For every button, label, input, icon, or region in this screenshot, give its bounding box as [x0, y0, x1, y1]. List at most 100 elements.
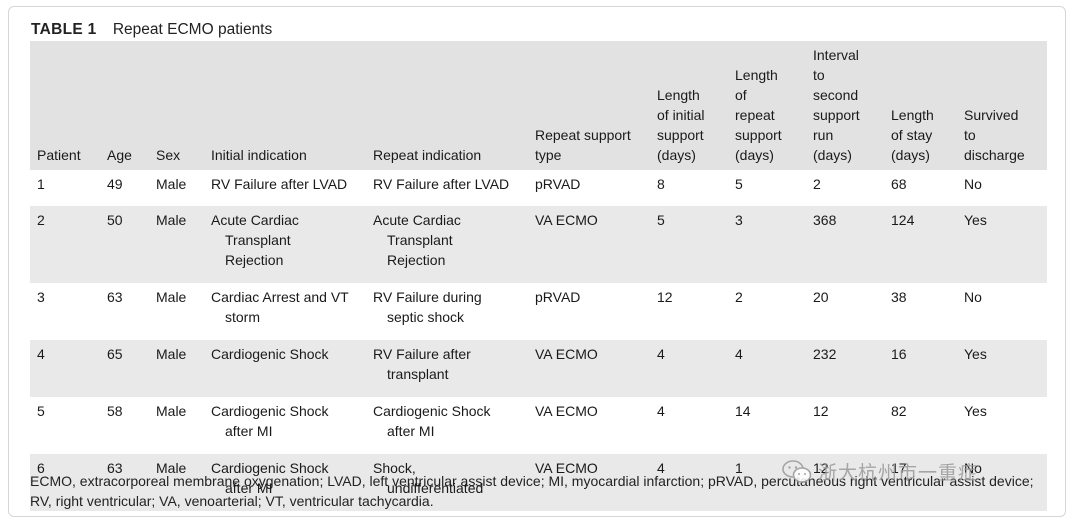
interval-cell: 20: [813, 289, 829, 305]
patient-cell: 2: [30, 206, 100, 283]
repeat-indication-cell-line: RV Failure during: [373, 289, 482, 305]
initial-indication-cell-line: Cardiogenic Shock: [211, 460, 329, 476]
column-header-line: (days): [813, 147, 852, 163]
survived-cell: Yes: [957, 206, 1047, 283]
support-type-cell: VA ECMO: [528, 340, 650, 397]
column-header: Sex: [149, 41, 204, 170]
interval-cell: 2: [813, 176, 821, 192]
column-header-line: repeat: [735, 107, 775, 123]
age-cell: 49: [107, 176, 123, 192]
column-header-line: support: [813, 107, 860, 123]
column-header-line: of: [735, 87, 747, 103]
initial-indication-cell-line: Cardiogenic Shock: [211, 346, 329, 362]
column-header-line: (days): [735, 147, 774, 163]
support-type-cell: VA ECMO: [528, 206, 650, 283]
repeat-indication-cell-line: septic shock: [387, 309, 465, 325]
repeat-length-cell: 4: [728, 340, 806, 397]
survived-cell: Yes: [964, 403, 987, 419]
repeat-indication-cell-line: Rejection: [387, 252, 446, 268]
initial-length-cell: 4: [650, 340, 728, 397]
initial-indication-cell-line: Cardiogenic Shock: [211, 403, 329, 419]
initial-indication-cell-line: after MI: [225, 423, 273, 439]
column-header-line: Survived: [964, 107, 1019, 123]
repeat-indication-cell-line: after MI: [387, 423, 435, 439]
stay-cell: 17: [884, 454, 957, 511]
column-header-line: to: [964, 127, 976, 143]
column-header-line: Repeat indication: [373, 147, 482, 163]
column-header-line: Length: [735, 67, 778, 83]
patient-cell: 1: [37, 176, 45, 192]
repeat-indication-cell-line: Acute Cardiac: [373, 212, 461, 228]
support-type-cell: pRVAD: [535, 289, 581, 305]
repeat-indication-cell: Cardiogenic Shock after MI: [366, 397, 528, 454]
repeat-indication-cell-line: RV Failure after: [373, 346, 471, 362]
column-header-line: discharge: [964, 147, 1025, 163]
sex-cell: Male: [149, 340, 204, 397]
column-header: Age: [100, 41, 149, 170]
initial-indication-cell-line: Rejection: [225, 252, 284, 268]
column-header: Initial indication: [204, 41, 366, 170]
column-header-line: Length: [891, 107, 934, 123]
age-cell: 63: [100, 454, 149, 511]
column-header-line: Initial indication: [211, 147, 307, 163]
initial-indication-cell: Cardiogenic Shock: [204, 340, 366, 397]
repeat-length-cell: 5: [735, 176, 743, 192]
column-header: Survived to discharge: [957, 41, 1047, 170]
repeat-indication-cell: RV Failure after LVAD: [366, 170, 528, 206]
watermark: 浙大杭州市一重症: [782, 458, 978, 485]
repeat-indication-cell-line: Cardiogenic Shock: [373, 403, 491, 419]
repeat-indication-cell-line: Transplant: [387, 232, 453, 248]
table-caption: TABLE 1 Repeat ECMO patients: [31, 21, 272, 39]
repeat-length-cell: 2: [735, 289, 743, 305]
sex-cell: Male: [156, 289, 187, 305]
initial-indication-cell: RV Failure after LVAD: [204, 170, 366, 206]
initial-length-cell: 8: [657, 176, 665, 192]
interval-cell: 232: [806, 340, 884, 397]
support-type-cell: VA ECMO: [535, 403, 598, 419]
age-cell: 50: [100, 206, 149, 283]
initial-indication-cell-line: Cardiac Arrest and VT: [211, 289, 349, 305]
survived-cell: No: [964, 289, 982, 305]
column-header-line: Repeat support: [535, 127, 631, 143]
initial-indication-cell: Cardiogenic Shock after MI: [204, 397, 366, 454]
table-number: TABLE 1: [31, 21, 97, 38]
column-header-line: Patient: [37, 147, 81, 163]
stay-cell: 82: [891, 403, 907, 419]
repeat-indication-cell: RV Failure during septic shock: [366, 283, 528, 340]
repeat-indication-cell-line: RV Failure after LVAD: [373, 176, 510, 192]
initial-indication-cell-line: Acute Cardiac: [211, 212, 299, 228]
initial-indication-cell-line: storm: [225, 309, 260, 325]
interval-cell: 12: [806, 454, 884, 511]
column-header: Patient: [30, 41, 100, 170]
column-header: Repeat indication: [366, 41, 528, 170]
repeat-length-cell: 1: [728, 454, 806, 511]
sex-cell: Male: [156, 176, 187, 192]
table-footnote: ECMO, extracorporeal membrane oxygenatio…: [30, 473, 1034, 509]
initial-indication-cell: Cardiac Arrest and VT storm: [204, 283, 366, 340]
interval-cell: 368: [806, 206, 884, 283]
repeat-length-cell: 14: [735, 403, 751, 419]
column-header-line: (days): [891, 147, 930, 163]
sex-cell: Male: [149, 206, 204, 283]
age-cell: 65: [100, 340, 149, 397]
column-header-line: second: [813, 87, 859, 103]
repeat-indication-cell-line: Shock,: [373, 460, 416, 476]
column-header-line: of stay: [891, 127, 933, 143]
column-header-line: to: [813, 67, 825, 83]
column-header-line: Age: [107, 147, 132, 163]
initial-length-cell: 12: [657, 289, 673, 305]
repeat-length-cell: 3: [728, 206, 806, 283]
